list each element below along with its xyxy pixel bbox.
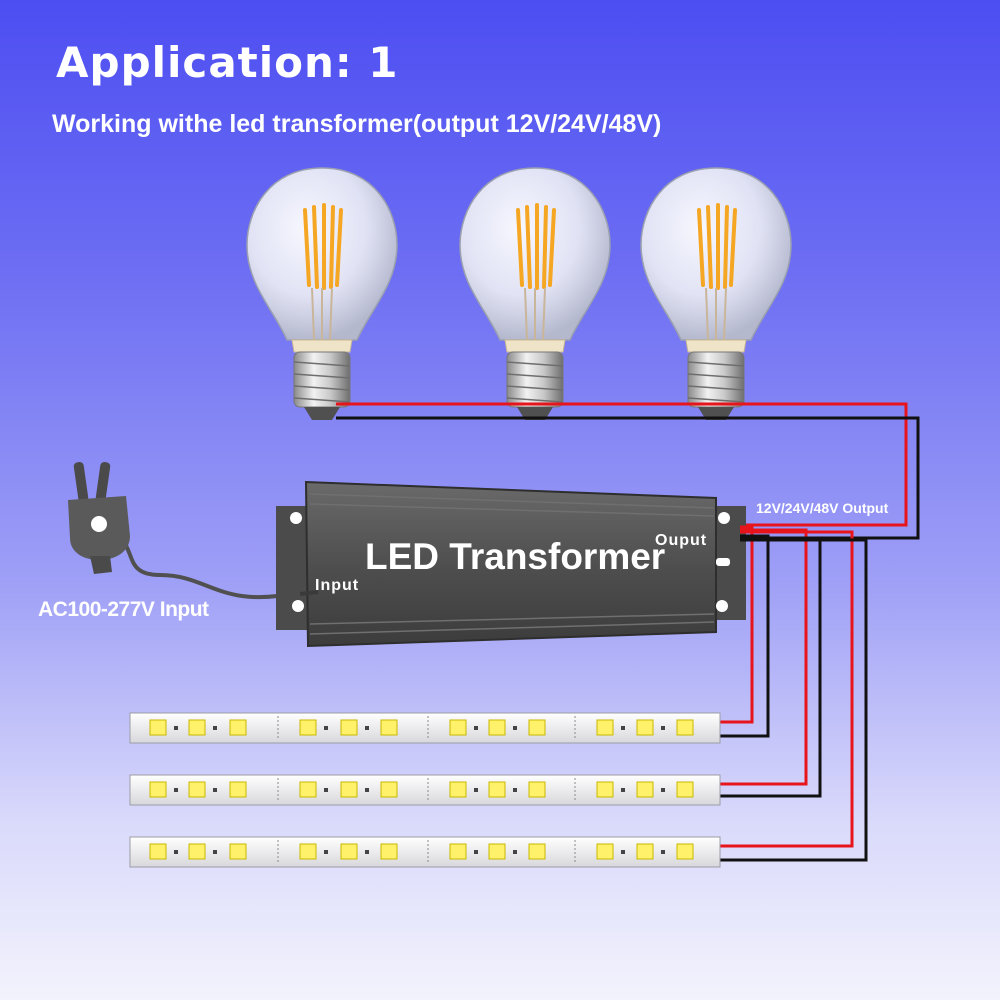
power-plug: [68, 462, 301, 600]
led-chip: [676, 719, 694, 736]
led-chip: [676, 843, 694, 860]
led-chip: [340, 719, 358, 736]
bulb-negative-wire: [336, 416, 920, 540]
led-chip: [676, 781, 694, 798]
led-strips: [129, 712, 721, 868]
led-chip: [380, 843, 398, 860]
transformer-output-port-label: Ouput: [655, 532, 708, 549]
led-chip: [299, 719, 317, 736]
led-chip: [299, 781, 317, 798]
led-strip: [129, 712, 721, 744]
led-chip: [636, 781, 654, 798]
filament: [697, 203, 737, 290]
led-chip: [299, 843, 317, 860]
led-chip: [528, 843, 546, 860]
led-chip: [596, 843, 614, 860]
filament: [303, 203, 343, 290]
led-chip: [149, 719, 167, 736]
led-chip: [596, 781, 614, 798]
led-strip: [129, 774, 721, 806]
led-chip: [188, 719, 206, 736]
led-chip: [528, 781, 546, 798]
led-chip: [188, 843, 206, 860]
led-chip: [380, 781, 398, 798]
page-title: Application: 1: [56, 38, 399, 87]
transformer-label: LED Transformer: [365, 536, 666, 577]
led-strip: [129, 836, 721, 868]
led-chip: [229, 719, 247, 736]
ac-input-label: AC100-277V Input: [38, 598, 209, 621]
led-chip: [488, 781, 506, 798]
bulb: [640, 167, 792, 420]
led-chip: [149, 843, 167, 860]
led-transformer: [276, 480, 746, 648]
filament: [516, 203, 556, 290]
led-chip: [229, 843, 247, 860]
led-chip: [488, 719, 506, 736]
bulb: [246, 167, 398, 420]
led-chip: [449, 843, 467, 860]
power-cord: [109, 528, 301, 600]
led-chip: [340, 781, 358, 798]
led-chip: [449, 781, 467, 798]
led-chip: [340, 843, 358, 860]
page-subtitle: Working withe led transformer(output 12V…: [52, 110, 662, 138]
led-chip: [380, 719, 398, 736]
led-chip: [149, 781, 167, 798]
led-chip: [528, 719, 546, 736]
led-chip: [188, 781, 206, 798]
led-chip: [488, 843, 506, 860]
led-chip: [449, 719, 467, 736]
led-chip: [596, 719, 614, 736]
led-chip: [636, 843, 654, 860]
transformer-input-label: Input: [315, 577, 360, 594]
output-voltage-label: 12V/24V/48V Output: [756, 500, 889, 516]
led-chip: [636, 719, 654, 736]
led-chip: [229, 781, 247, 798]
bulb-positive-wire: [336, 402, 908, 527]
bulb: [459, 167, 611, 420]
output-wiring: [720, 525, 868, 862]
